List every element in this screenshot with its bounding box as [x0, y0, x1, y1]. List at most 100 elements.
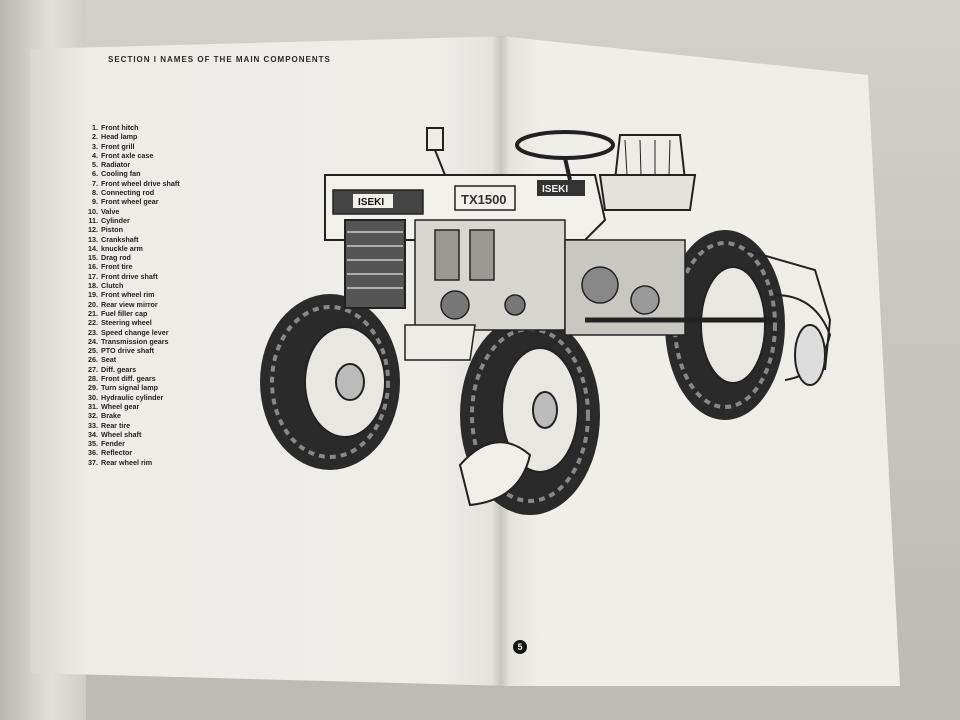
part-number: 13. [88, 234, 98, 244]
part-number: 30. [88, 392, 98, 402]
parts-list-item: 2.Head lamp [64, 132, 224, 141]
part-number: 10. [88, 206, 98, 216]
part-name: Crankshaft [101, 234, 139, 244]
parts-list-item: 19.Front wheel rim [64, 290, 224, 299]
tractor-cutaway-illustration: ISEKI TX1500 ISEKI [260, 127, 832, 515]
parts-list-item: 30.Hydraulic cylinder [64, 393, 224, 402]
parts-list-item: 35.Fender [64, 439, 224, 448]
part-name: Reflector [101, 448, 133, 458]
part-number: 21. [88, 308, 98, 318]
side-brand-text: ISEKI [542, 184, 568, 195]
part-number: 18. [88, 281, 98, 291]
parts-list-item: 26.Seat [64, 355, 224, 364]
part-number: 19. [88, 290, 98, 300]
part-number: 12. [88, 225, 98, 235]
parts-list-item: 36.Reflector [64, 448, 224, 457]
parts-list-item: 12.Piston [64, 225, 224, 234]
rear-tire-left [260, 294, 400, 470]
part-name: Radiator [101, 160, 131, 170]
part-number: 6. [92, 169, 98, 179]
rear-view-mirror [426, 127, 446, 176]
parts-list-item: 18.Clutch [64, 281, 224, 290]
part-number: 16. [88, 262, 98, 272]
part-number: 4. [92, 150, 98, 160]
part-name: Seat [101, 355, 117, 365]
part-name: Steering wheel [101, 318, 152, 328]
part-name: Front drive shaft [101, 271, 158, 281]
part-number: 20. [88, 299, 98, 309]
part-name: Wheel gear [101, 401, 140, 411]
parts-list-item: 33.Rear tire [64, 421, 224, 430]
part-number: 22. [88, 318, 98, 328]
part-name: Front hitch [101, 123, 139, 132]
part-name: Clutch [101, 281, 124, 291]
parts-list-item: 22.Steering wheel [64, 318, 224, 327]
parts-list-item: 25.PTO drive shaft [64, 346, 224, 355]
part-number: 17. [88, 271, 98, 281]
part-name: Cooling fan [101, 169, 141, 179]
part-number: 34. [88, 429, 98, 439]
part-number: 15. [88, 253, 98, 263]
parts-list-item: 13.Crankshaft [64, 235, 224, 244]
parts-list-item: 23.Speed change lever [64, 328, 224, 337]
part-number: 33. [88, 420, 98, 430]
parts-list-item: 21.Fuel filler cap [64, 309, 224, 318]
part-number: 27. [88, 364, 98, 374]
part-name: Rear tire [101, 420, 131, 430]
page-number: 5 [513, 640, 527, 654]
part-name: Cylinder [101, 215, 130, 225]
part-number: 31. [88, 401, 98, 411]
parts-list-item: 11.Cylinder [64, 216, 224, 225]
parts-list-item: 32.Brake [64, 411, 224, 420]
parts-list-item: 24.Transmission gears [64, 337, 224, 346]
parts-list-item: 1.Front hitch [64, 123, 224, 132]
parts-list-item: 31.Wheel gear [64, 402, 224, 411]
part-name: Diff. gears [101, 364, 137, 374]
seat [598, 134, 697, 211]
parts-list-item: 17.Front drive shaft [64, 272, 224, 281]
engine-cutaway [404, 219, 566, 361]
part-number: 32. [88, 411, 98, 421]
front-tire-center [458, 315, 600, 515]
part-name: Front tire [101, 262, 133, 272]
transmission-cutaway [564, 239, 775, 336]
part-name: Hydraulic cylinder [101, 392, 164, 402]
part-name: Front wheel drive shaft [101, 178, 180, 188]
parts-list-item: 5.Radiator [64, 160, 224, 169]
part-number: 35. [88, 439, 98, 449]
part-name: Fender [101, 439, 125, 449]
steering-wheel [515, 130, 615, 181]
part-name: Drag rod [101, 253, 131, 263]
part-number: 23. [88, 327, 98, 337]
parts-list-item: 29.Turn signal lamp [64, 383, 224, 392]
part-name: Turn signal lamp [101, 383, 158, 393]
part-number: 36. [88, 448, 98, 458]
part-number: 9. [92, 197, 98, 207]
parts-list-item: 15.Drag rod [64, 253, 224, 262]
part-name: Rear view mirror [101, 299, 158, 309]
part-name: Connecting rod [101, 188, 155, 198]
part-name: Rear wheel rim [101, 457, 153, 467]
model-badge-text: TX1500 [461, 192, 507, 207]
part-number: 7. [92, 178, 98, 188]
part-number: 5. [92, 160, 98, 170]
parts-list-item: 14.knuckle arm [64, 244, 224, 253]
part-name: Front diff. gears [101, 374, 156, 384]
part-number: 29. [88, 383, 98, 393]
part-number: 26. [88, 355, 98, 365]
parts-list-item: 10.Valve [64, 207, 224, 216]
part-number: 3. [92, 141, 98, 151]
part-name: Piston [101, 225, 123, 235]
parts-list-item: 8.Connecting rod [64, 188, 224, 197]
part-number: 14. [88, 243, 98, 253]
part-number: 37. [88, 457, 98, 467]
part-number: 25. [88, 346, 98, 356]
part-name: Speed change lever [101, 327, 169, 337]
parts-list-item: 37.Rear wheel rim [64, 458, 224, 467]
part-number: 28. [88, 374, 98, 384]
part-name: Front grill [101, 141, 135, 151]
parts-list-item: 27.Diff. gears [64, 365, 224, 374]
radiator-grill [344, 219, 406, 309]
part-name: Wheel shaft [101, 429, 142, 439]
